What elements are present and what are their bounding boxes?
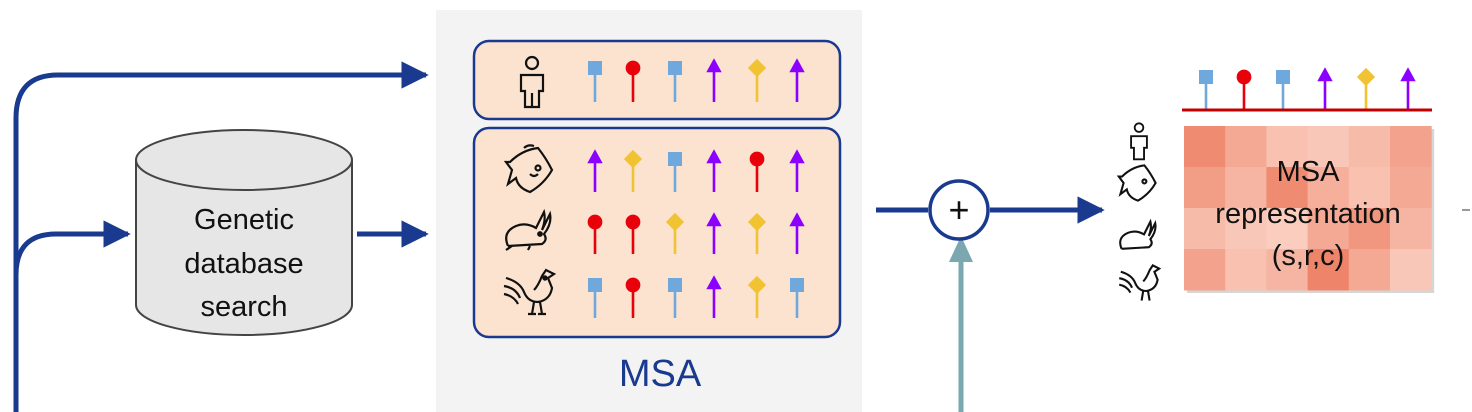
heatmap-cell: [1348, 126, 1391, 168]
rooster-icon: [503, 268, 557, 316]
msa-residues: [587, 58, 805, 318]
diamond-residue-glyph: [747, 275, 767, 318]
rabbit-icon: [1119, 218, 1157, 250]
square-residue-glyph: [1276, 70, 1290, 110]
add-operator-symbol: +: [948, 189, 969, 230]
msa-caption: MSA: [619, 353, 702, 395]
arrow-residue-glyph: [706, 149, 722, 192]
query-sequence-arrow: [13, 61, 429, 412]
heatmap-cell: [1266, 126, 1309, 168]
feedback-arrowhead: [949, 236, 973, 262]
heatmap-cell: [1390, 167, 1432, 209]
diamond-residue-glyph: [623, 149, 643, 192]
arrow-residue-glyph: [1317, 67, 1333, 110]
arrow-residue-glyph: [789, 149, 805, 192]
query-row-box: [472, 39, 842, 121]
heatmap-cell: [1390, 208, 1432, 250]
header-residues: [1199, 67, 1416, 110]
heatmap-cell: [1184, 208, 1226, 250]
rabbit-icon: [505, 208, 552, 251]
arrow-residue-glyph: [1400, 67, 1416, 110]
rooster-icon: [1118, 264, 1162, 301]
diamond-residue-glyph: [747, 58, 767, 102]
heatmap-cell: [1266, 249, 1309, 291]
square-residue-glyph: [790, 278, 804, 318]
fish-icon: [1116, 164, 1157, 202]
representation-label-line1: MSA: [1277, 156, 1341, 188]
square-residue-glyph: [668, 278, 682, 318]
arrow-residue-glyph: [706, 212, 722, 254]
msa-representation-heatmap: [1184, 126, 1435, 293]
square-residue-glyph: [588, 278, 602, 318]
circle-residue-glyph: [1236, 69, 1252, 110]
msa-rows-box: [472, 126, 842, 339]
heatmap-cell: [1307, 126, 1350, 168]
square-residue-glyph: [668, 61, 682, 102]
heatmap-cell: [1266, 167, 1309, 209]
heatmap-cell: [1266, 208, 1309, 250]
diamond-residue-glyph: [665, 212, 685, 254]
representation-label-line3: (s,r,c): [1272, 240, 1345, 272]
heatmap-cell: [1184, 126, 1226, 168]
heatmap-cell: [1225, 249, 1267, 291]
arrow-residue-glyph: [789, 212, 805, 254]
heatmap-cell: [1390, 249, 1432, 291]
square-residue-glyph: [588, 61, 602, 102]
square-residue-glyph: [668, 152, 682, 192]
circle-residue-glyph: [625, 60, 641, 102]
heatmap-cell: [1348, 167, 1391, 209]
arrow-residue-glyph: [706, 275, 722, 318]
heatmap-cell: [1184, 249, 1226, 291]
database-cylinder: Genetic database search: [135, 129, 353, 336]
db-label-line2: database: [184, 248, 303, 280]
diamond-residue-glyph: [1356, 67, 1376, 110]
arrow-residue-glyph: [706, 58, 722, 102]
heatmap-cell: [1307, 208, 1350, 250]
heatmap-cell: [1307, 167, 1350, 209]
fish-icon: [503, 144, 554, 194]
square-residue-glyph: [1199, 70, 1213, 110]
db-label-line3: search: [200, 291, 287, 323]
human-icon: [519, 55, 545, 109]
heatmap-cell: [1225, 126, 1267, 168]
heatmap-cell: [1184, 167, 1226, 209]
circle-residue-glyph: [749, 151, 765, 192]
human-icon: [1130, 122, 1148, 161]
representation-label-line2: representation: [1215, 198, 1400, 230]
heatmap-cell: [1348, 249, 1391, 291]
db-input-arrow: [13, 220, 131, 412]
db-label-line1: Genetic: [194, 204, 294, 236]
circle-residue-glyph: [625, 214, 641, 254]
arrow-residue-glyph: [587, 149, 603, 192]
heatmap-cell: [1225, 208, 1267, 250]
diamond-residue-glyph: [747, 212, 767, 254]
heatmap-cell: [1307, 249, 1350, 291]
arrow-residue-glyph: [789, 58, 805, 102]
heatmap-cell: [1225, 167, 1267, 209]
heatmap-cell: [1348, 208, 1391, 250]
circle-residue-glyph: [587, 214, 603, 254]
heatmap-cell: [1390, 126, 1432, 168]
add-operator-node: [928, 179, 990, 241]
circle-residue-glyph: [625, 277, 641, 318]
